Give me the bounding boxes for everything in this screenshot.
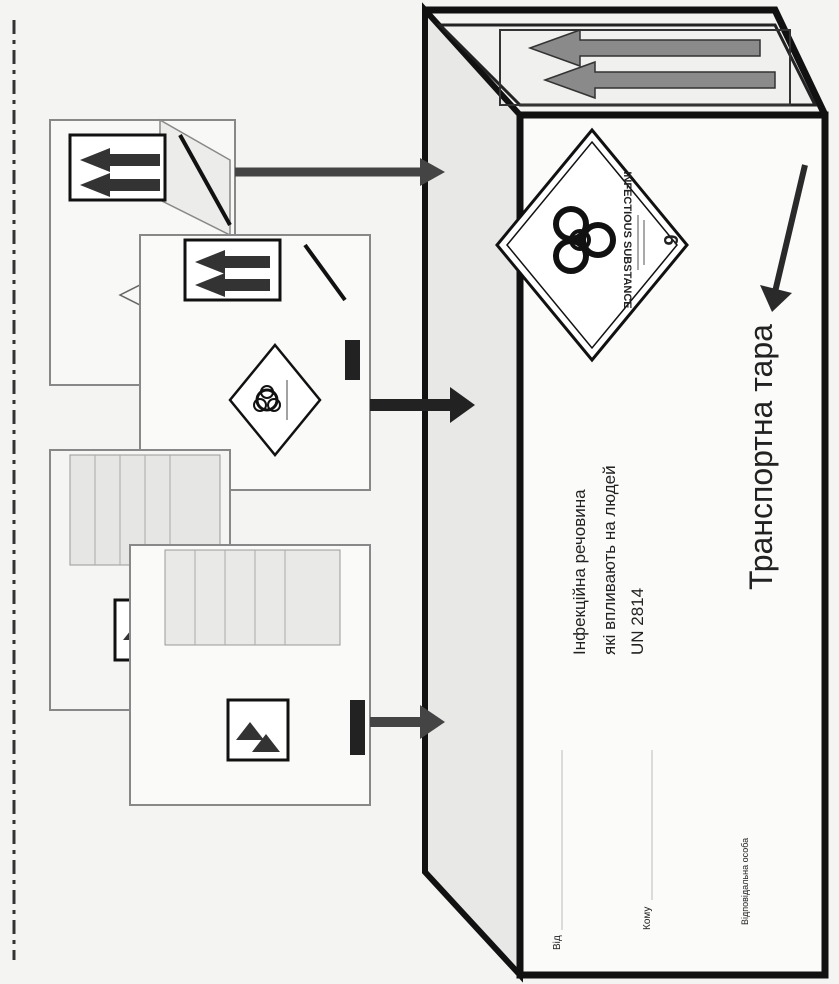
label-pointer-arrow	[772, 164, 808, 293]
address-to: Кому	[642, 907, 653, 930]
contents-line-1: Інфекційна речовина	[570, 489, 589, 655]
secondary-package-top-front	[139, 234, 371, 491]
hazard-class-number: 6	[659, 234, 681, 245]
primary-receptacle-package-front	[129, 544, 371, 806]
contents-text-block: Інфекційна речовина які впливають на люд…	[570, 465, 647, 655]
infectious-substance-label: INFECTIOUS SUBSTANCE 6	[495, 127, 689, 363]
address-from: Від	[552, 935, 563, 950]
outer-box-top-face	[422, 2, 523, 983]
flow-arrows	[235, 158, 475, 739]
biohazard-icon	[228, 343, 322, 457]
transport-packaging-label: Транспортна тара	[743, 324, 779, 590]
orientation-arrows-icon	[527, 28, 776, 100]
hazard-label-text: INFECTIOUS SUBSTANCE	[621, 171, 633, 308]
biohazard-icon	[553, 206, 616, 274]
contents-line-3: UN 2814	[628, 588, 647, 655]
contents-line-2: які впливають на людей	[600, 465, 619, 655]
address-responsible: Відповідальна особа	[740, 838, 750, 925]
